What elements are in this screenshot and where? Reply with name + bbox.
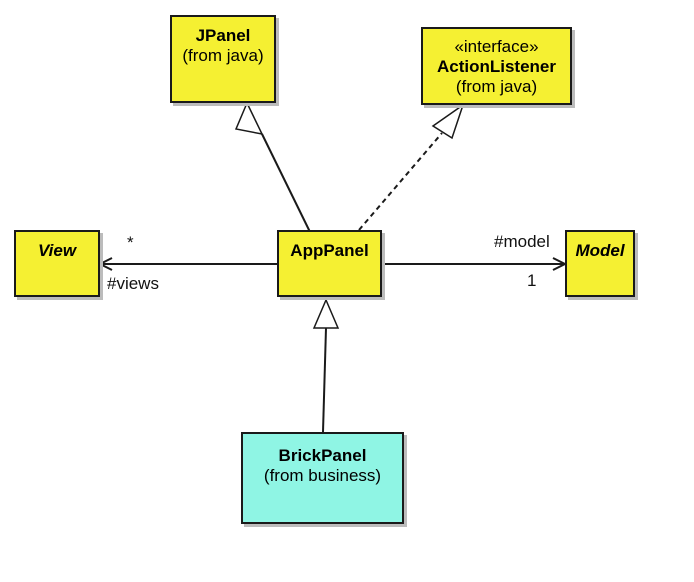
generalization-line-brickpanel (322, 327, 327, 433)
class-app-panel-name: AppPanel (290, 241, 369, 260)
generalization-line-jpanel (261, 133, 311, 233)
class-jpanel-name: JPanel (195, 26, 251, 45)
class-action-listener[interactable]: «interface» ActionListener (from java) (421, 27, 572, 105)
class-view-name: View (37, 241, 77, 260)
class-action-listener-name: ActionListener (436, 57, 557, 76)
class-action-listener-origin: (from java) (455, 77, 538, 96)
class-brick-panel[interactable]: BrickPanel (from business) (241, 432, 404, 524)
generalization-arrowhead-jpanel (234, 101, 264, 136)
class-view[interactable]: View (14, 230, 100, 297)
class-brick-panel-name: BrickPanel (278, 446, 367, 465)
class-brick-panel-origin: (from business) (263, 466, 382, 485)
class-jpanel-origin: (from java) (182, 46, 264, 65)
class-jpanel[interactable]: JPanel (from java) (170, 15, 276, 103)
class-action-listener-stereotype: «interface» (454, 37, 539, 56)
class-app-panel[interactable]: AppPanel (277, 230, 382, 297)
realization-line-action-listener (358, 132, 443, 231)
views-multiplicity-label: * (127, 233, 134, 252)
class-model[interactable]: Model (565, 230, 635, 297)
views-role-label: #views (107, 274, 159, 293)
model-role-label: #model (494, 232, 550, 251)
generalization-arrowhead-brickpanel (312, 298, 340, 329)
model-multiplicity-label: 1 (527, 271, 537, 290)
class-model-name: Model (575, 241, 625, 260)
realization-arrowhead-action-listener (431, 103, 465, 140)
association-arrowhead-views (97, 257, 113, 271)
